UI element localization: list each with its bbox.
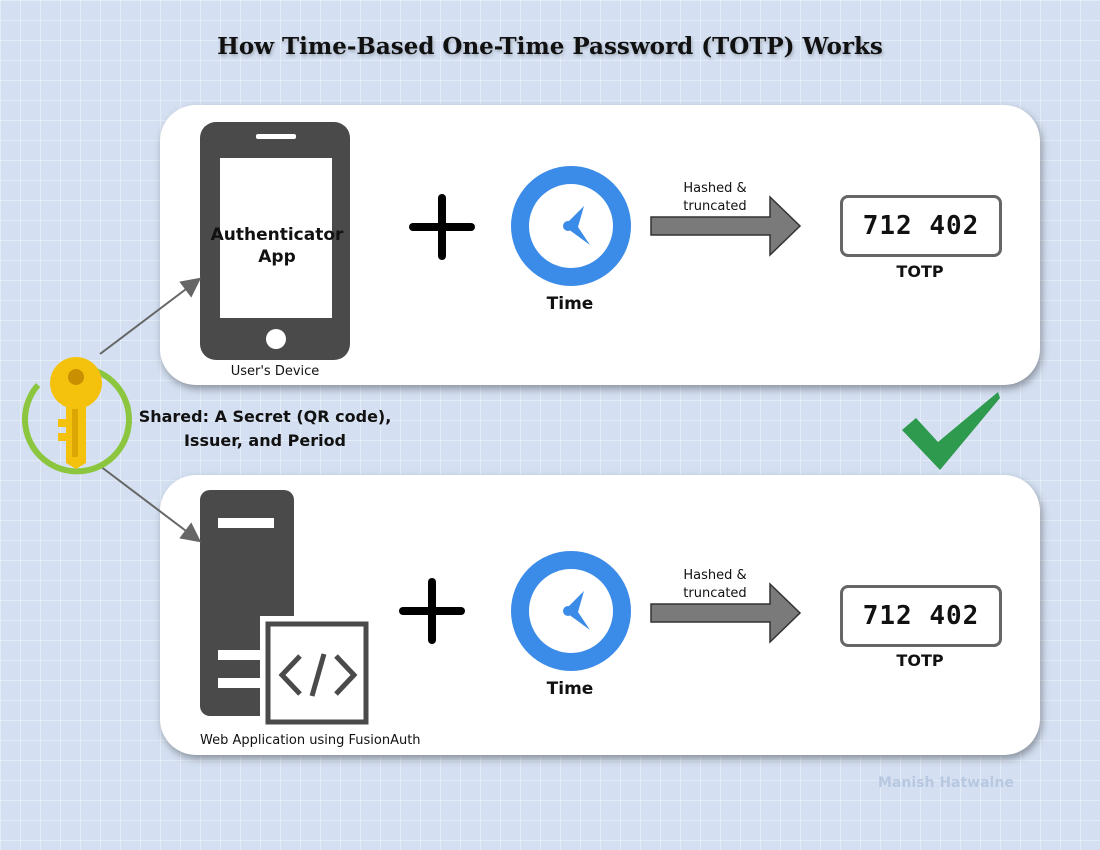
clock-icon bbox=[511, 166, 631, 286]
totp-code-box: 712 402 bbox=[840, 585, 1002, 647]
totp-code-box: 712 402 bbox=[840, 195, 1002, 257]
arrow-right-icon bbox=[650, 582, 802, 644]
totp-label: TOTP bbox=[896, 262, 944, 281]
arrow-right-icon bbox=[650, 195, 802, 257]
clock-icon bbox=[511, 551, 631, 671]
plus-icon bbox=[409, 194, 475, 260]
watermark: Manish Hatwalne bbox=[878, 775, 1014, 791]
authenticator-app-label: Authenticator App bbox=[210, 225, 344, 267]
shared-secret-label: Shared: A Secret (QR code), Issuer, and … bbox=[138, 407, 392, 450]
hashed-truncated-label: Hashed & truncated bbox=[683, 181, 747, 214]
plus-icon bbox=[399, 578, 465, 644]
diagram-title: How Time-Based One-Time Password (TOTP) … bbox=[217, 33, 883, 60]
time-label: Time bbox=[546, 679, 594, 699]
hashed-truncated-label: Hashed & truncated bbox=[683, 568, 747, 601]
users-device-caption: User's Device bbox=[230, 364, 320, 379]
phone-icon bbox=[200, 122, 350, 360]
code-icon bbox=[278, 653, 358, 697]
checkmark-icon bbox=[902, 392, 1000, 470]
totp-label: TOTP bbox=[896, 651, 944, 670]
web-app-caption: Web Application using FusionAuth bbox=[200, 733, 421, 748]
time-label: Time bbox=[546, 294, 594, 314]
key-icon bbox=[22, 357, 132, 475]
